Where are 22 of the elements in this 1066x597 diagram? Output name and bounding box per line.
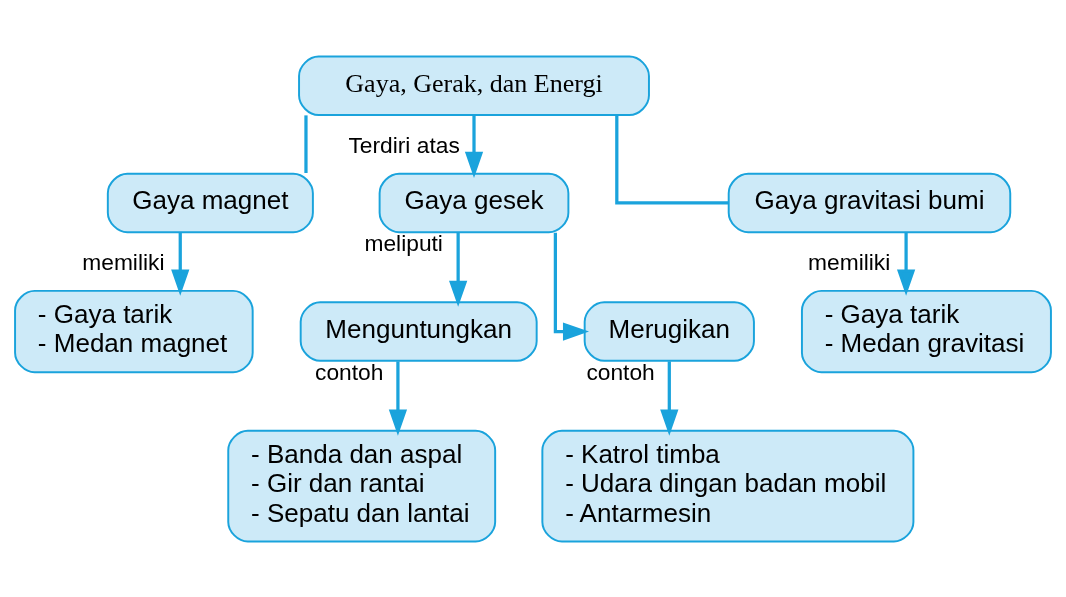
node-box: Gaya gravitasi bumi xyxy=(727,172,1012,233)
arrow xyxy=(660,360,679,436)
arrow xyxy=(553,232,590,341)
node-box: - Gaya tarik - Medan gravitasi xyxy=(800,289,1052,373)
connector xyxy=(615,114,729,205)
node-box: Gaya magnet xyxy=(106,172,314,233)
connector xyxy=(304,114,308,173)
node-box: Gaya gesek xyxy=(378,172,570,233)
arrow xyxy=(388,360,408,436)
arrow xyxy=(171,232,190,296)
arrow xyxy=(896,232,916,296)
edge-label: memiliki xyxy=(82,248,165,275)
node-box: Menguntungkan xyxy=(299,300,538,362)
node-box: - Gaya tarik - Medan magnet xyxy=(14,289,254,373)
node-box: - Banda dan aspal - Gir dan rantai - Sepatu dan lantai xyxy=(227,429,497,542)
edge-label: Terdiri atas xyxy=(348,131,460,158)
node-box: Gaya, Gerak, dan Energi xyxy=(298,55,650,116)
arrow xyxy=(464,114,484,178)
edge-label: memiliki xyxy=(808,248,891,275)
arrow xyxy=(449,232,468,307)
node-box: - Katrol timba - Udara dingan badan mobil - Antarmesin xyxy=(541,429,915,542)
node-box: Merugikan xyxy=(583,300,755,362)
